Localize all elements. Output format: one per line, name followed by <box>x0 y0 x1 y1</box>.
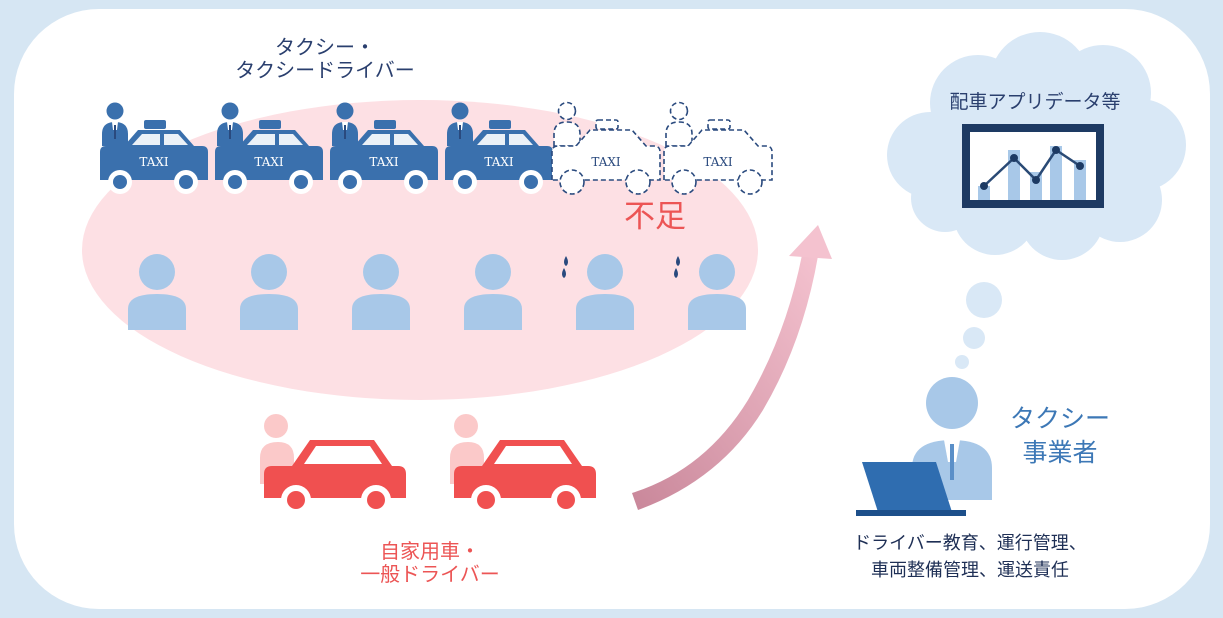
private-car-label: 自家用車・ 一般ドライバー <box>300 540 560 586</box>
taxi-missing: TAXI <box>551 101 661 195</box>
passenger <box>674 254 746 330</box>
private-label-line2: 一般ドライバー <box>360 562 500 586</box>
taxi-available: TAXI <box>100 102 208 194</box>
operator-label-line1: タクシー <box>1009 404 1110 433</box>
taxi-available: TAXI <box>215 102 323 194</box>
private-car <box>450 414 596 515</box>
taxi-operator-figure <box>856 377 992 516</box>
app-data-monitor <box>962 124 1104 208</box>
taxi-label: タクシー・ タクシードライバー <box>195 36 455 82</box>
duties-label-line2: 車両整備管理、運送責任 <box>871 560 1069 581</box>
taxi-available: TAXI <box>330 102 438 194</box>
operator-label-line2: 事業者 <box>1022 437 1098 467</box>
thought-bubbles <box>955 282 1002 369</box>
duties-label: ドライバー教育、運行管理、 車両整備管理、運送責任 <box>760 530 1180 584</box>
taxi-sign-text: TAXI <box>139 155 169 169</box>
taxi-label-line1: タクシー・ <box>275 35 375 59</box>
passenger <box>562 254 634 330</box>
passenger <box>464 254 522 330</box>
sweat-drop-icon <box>562 256 568 278</box>
taxi-available: TAXI <box>445 102 553 194</box>
operator-label: タクシー 事業者 <box>990 402 1130 470</box>
passenger <box>128 254 186 330</box>
duties-label-line1: ドライバー教育、運行管理、 <box>853 533 1087 554</box>
taxi-label-line2: タクシードライバー <box>235 58 415 82</box>
taxi-sign-text: TAXI <box>369 155 399 169</box>
taxi-sign-text: TAXI <box>703 155 733 169</box>
taxi-missing: TAXI <box>663 101 773 195</box>
taxi-sign-text: TAXI <box>591 155 621 169</box>
passenger <box>240 254 298 330</box>
taxi-sign-text: TAXI <box>484 155 514 169</box>
shortage-label: 不足 <box>624 199 686 235</box>
app-data-label: 配車アプリデータ等 <box>949 91 1121 113</box>
taxi-sign-text: TAXI <box>254 155 284 169</box>
private-car <box>260 414 406 515</box>
curved-arrow <box>632 225 832 510</box>
sweat-drop-icon <box>674 256 680 278</box>
passenger <box>352 254 410 330</box>
private-label-line1: 自家用車・ <box>380 539 480 563</box>
